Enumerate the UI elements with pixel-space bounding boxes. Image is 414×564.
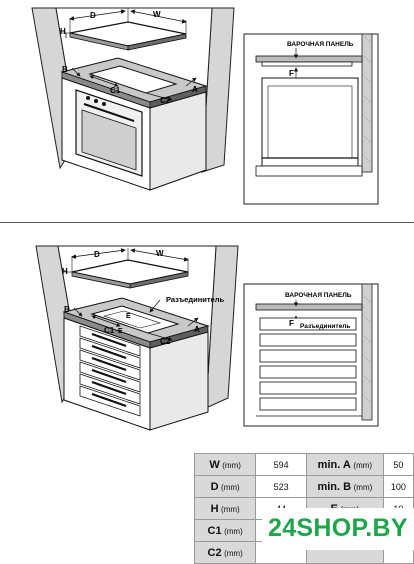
bottom-label-w: W — [156, 249, 164, 258]
dim-value-w: 594 — [255, 453, 307, 476]
dim-value-d: 523 — [255, 475, 307, 498]
top-label-c1: C1 — [110, 86, 121, 95]
top-label-d: D — [90, 11, 96, 20]
top-label-a: A — [192, 85, 198, 94]
top-label-c2: C2 — [160, 96, 171, 105]
drawers — [79, 325, 141, 417]
bottom-connector-label-right: Разъединитель — [300, 323, 350, 330]
dim-label-min-a: min. A — [317, 458, 351, 471]
top-cabinet-drawing — [31, 7, 235, 191]
table-row: D (mm) 523 min. B (mm) 100 — [193, 475, 414, 498]
table-row: W (mm) 594 min. A (mm) 50 — [193, 453, 414, 476]
bottom-panel-label: ВАРОЧНАЯ ПАНЕЛЬ — [285, 292, 352, 299]
dim-label-min-b: min. B — [317, 480, 352, 493]
installation-diagram: D W H B C1 C2 A ВАРОЧНАЯ ПАНЕЛЬ F — [31, 7, 379, 431]
bottom-label-a: A — [194, 325, 200, 334]
dim-value-min-b: 100 — [382, 475, 414, 498]
bottom-label-b: B — [64, 305, 70, 314]
watermark-logo: 24SHOP.BY — [262, 508, 414, 550]
bottom-cabinet-drawing — [35, 245, 239, 431]
top-label-w: W — [153, 10, 161, 19]
bottom-label-e1: E — [126, 313, 131, 320]
dim-value-min-a: 50 — [382, 453, 414, 476]
bottom-label-c2: C2 — [160, 337, 171, 346]
bottom-label-h: H — [62, 267, 68, 276]
dim-label-w: W — [209, 458, 220, 471]
bottom-label-e2: E — [118, 328, 123, 335]
top-panel-label: ВАРОЧНАЯ ПАНЕЛЬ — [287, 41, 354, 48]
hob-cutout — [88, 65, 178, 94]
dim-label-d: D — [210, 480, 219, 493]
dim-label-h: H — [210, 502, 219, 515]
bottom-label-d: D — [94, 250, 100, 259]
bottom-label-c1: C1 — [104, 326, 115, 335]
dim-label-c2: C2 — [207, 546, 222, 559]
top-section-detail — [243, 33, 379, 205]
dim-label-c1: C1 — [207, 524, 222, 537]
top-label-h: H — [60, 27, 66, 36]
bottom-f-label: F — [289, 319, 294, 328]
section-divider — [0, 222, 414, 223]
top-f-label: F — [289, 69, 294, 78]
top-label-b: B — [62, 65, 68, 74]
bottom-section-detail — [243, 283, 379, 427]
bottom-connector-label: Разъединитель — [166, 295, 224, 304]
watermark-text: 24SHOP.BY — [268, 514, 408, 542]
